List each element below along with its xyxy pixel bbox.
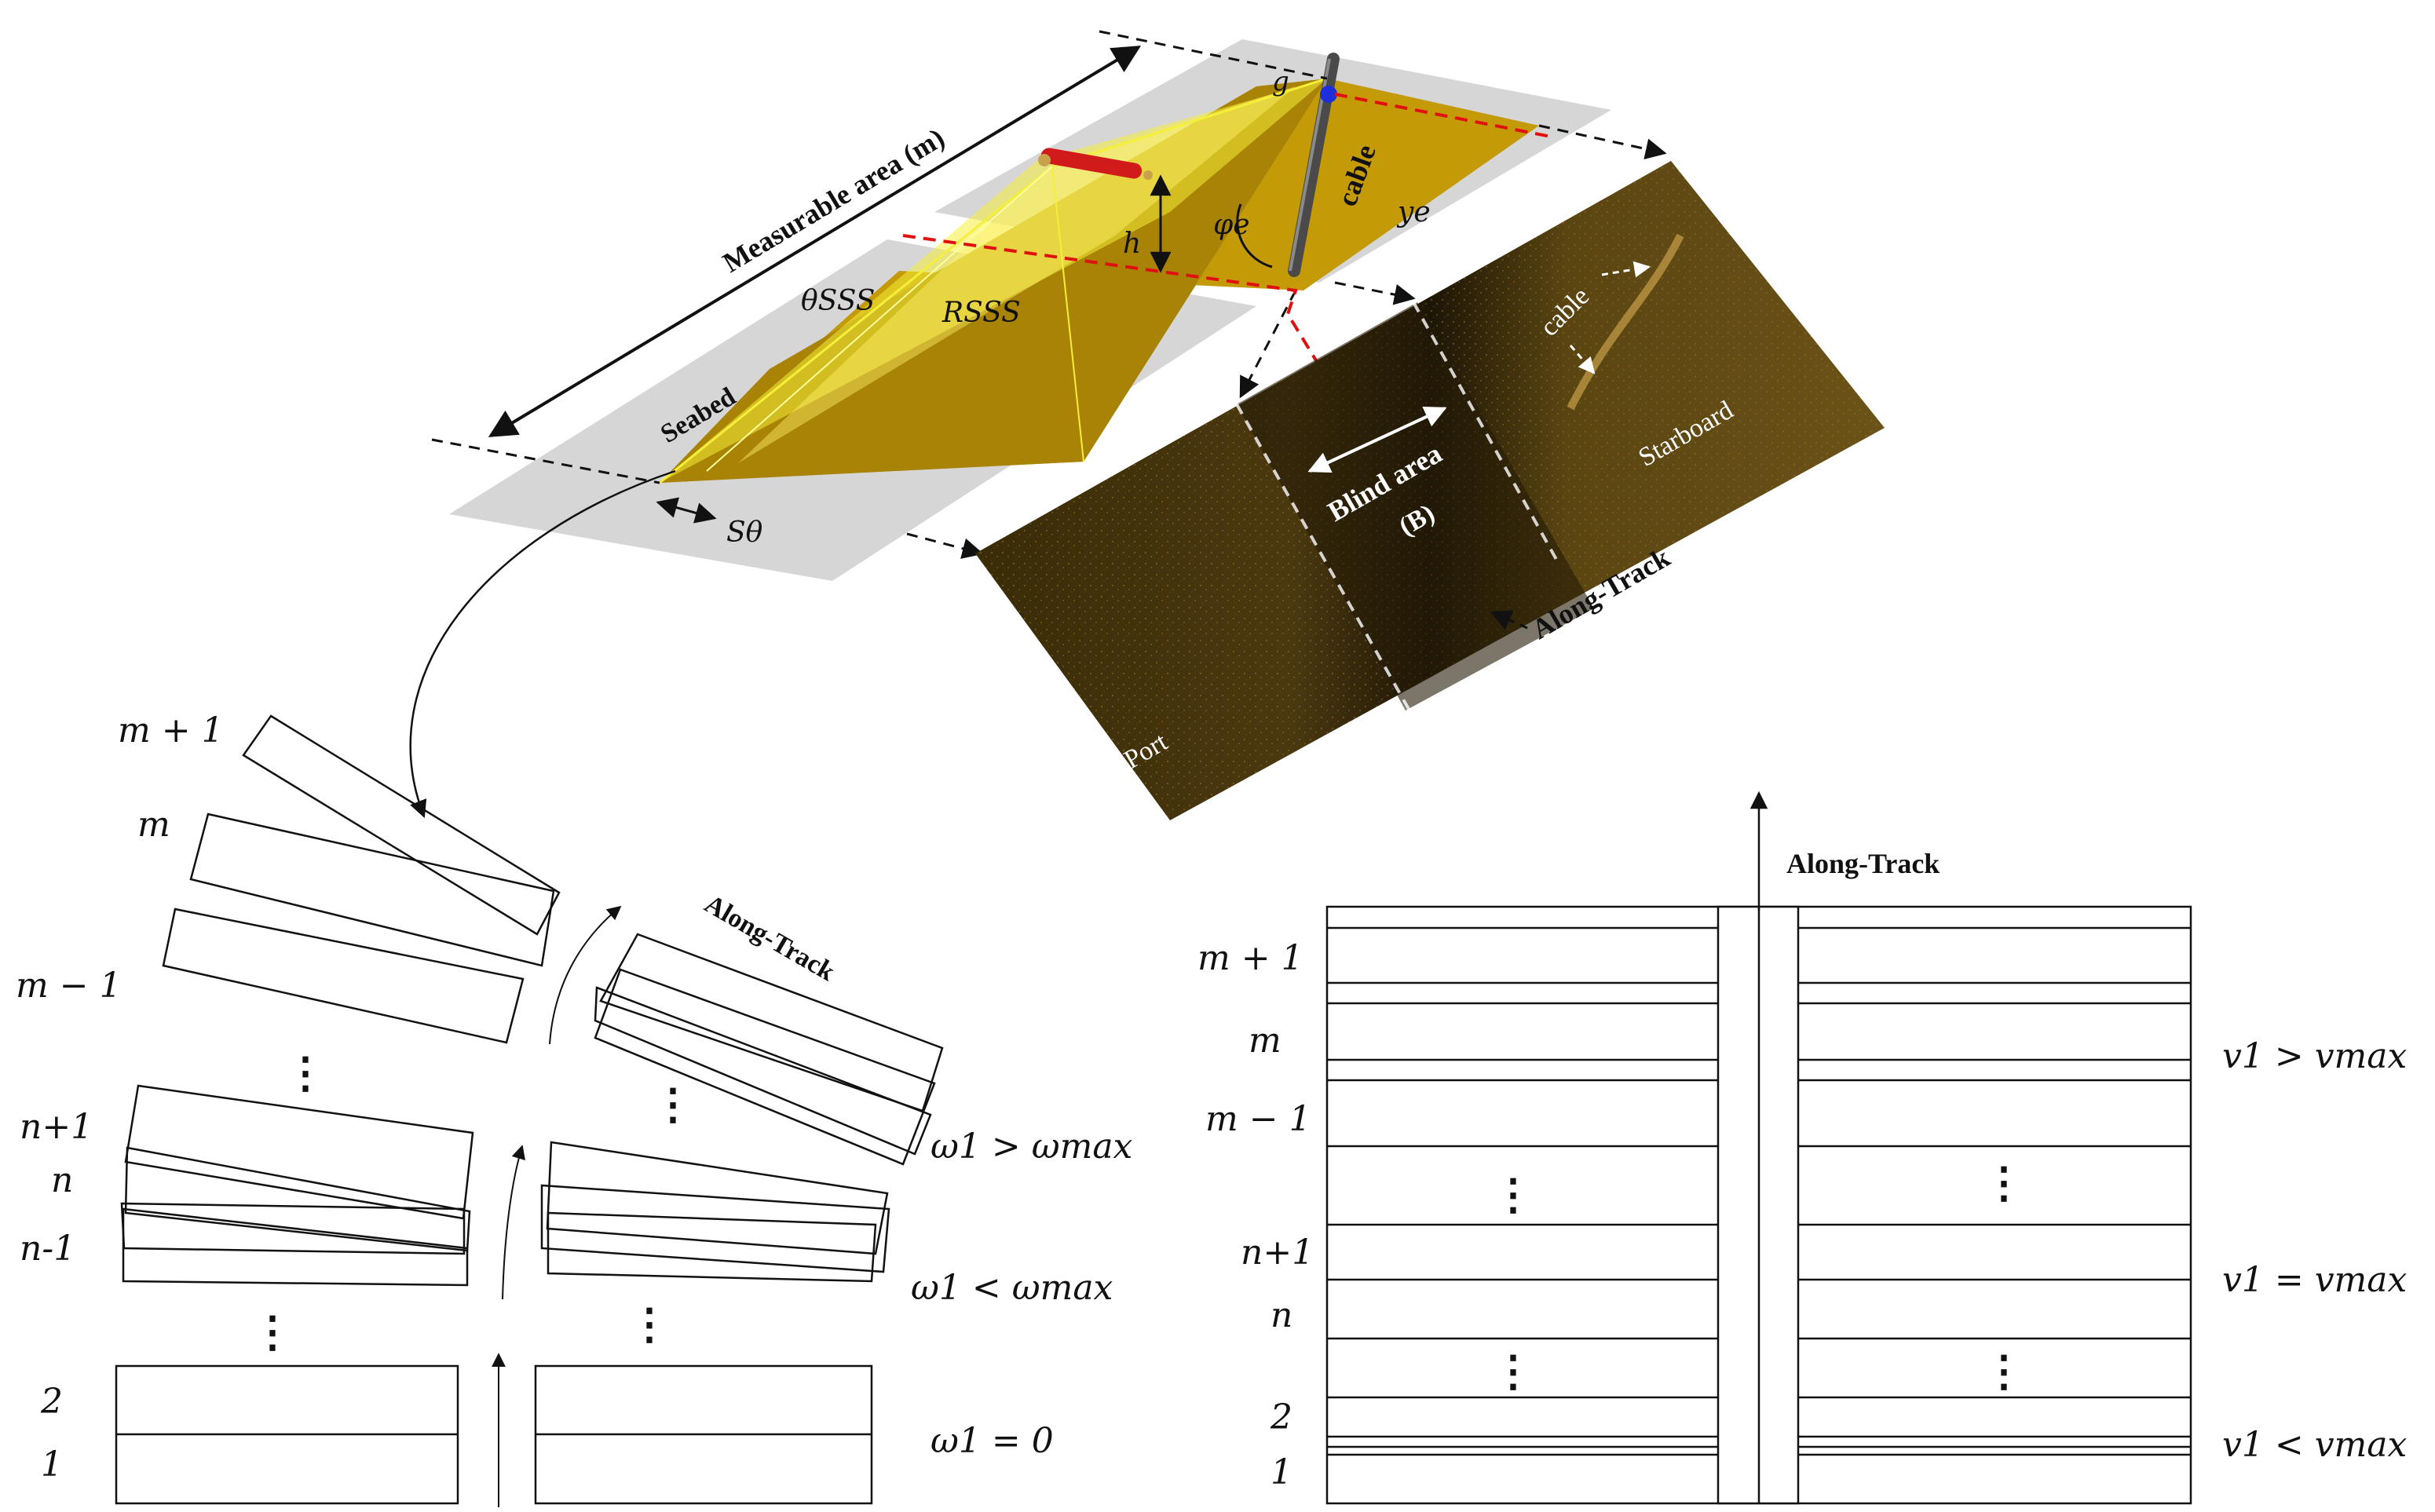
cond-v-lt: v1 < vmax <box>2222 1425 2408 1465</box>
left-label-n: n <box>51 1160 73 1200</box>
right-label-n: n <box>1271 1295 1292 1335</box>
left-dots-3: ⋮ <box>251 1306 294 1357</box>
ye-label: ye <box>1396 196 1431 228</box>
left-label-m-plus-1: m + 1 <box>118 710 224 751</box>
target-point <box>1320 86 1337 103</box>
right-label-1: 1 <box>1271 1452 1292 1492</box>
cond-v-eq: v1 = vmax <box>2222 1260 2408 1300</box>
velocity-strips <box>1327 926 2191 1456</box>
right-dots-3: ⋮ <box>1492 1346 1534 1396</box>
left-label-n-minus-1: n-1 <box>20 1229 75 1269</box>
right-label-m-minus-1: m − 1 <box>1205 1099 1311 1139</box>
left-label-2: 2 <box>40 1382 63 1422</box>
track-line <box>902 234 1466 606</box>
right-label-m-plus-1: m + 1 <box>1197 938 1303 978</box>
velocity-diagram <box>1325 905 2192 1505</box>
seabed-scene: Measurable area (m) h g φe ye cable θSSS… <box>431 30 1667 606</box>
connector-arrow <box>409 469 676 819</box>
rsss-label: RSSS <box>941 297 1021 329</box>
cond-omega-lt: ω1 < ωmax <box>911 1268 1113 1308</box>
right-dots-4: ⋮ <box>1983 1346 2025 1396</box>
left-label-m: m <box>137 805 170 845</box>
left-label-m-minus-1: m − 1 <box>16 966 122 1006</box>
left-label-1: 1 <box>41 1444 63 1485</box>
sonar-image: Blind area (B) cable Starboard Port <box>975 161 1885 820</box>
phi-label: φe <box>1213 209 1250 241</box>
right-label-n-plus-1: n+1 <box>1241 1233 1314 1273</box>
right-label-2: 2 <box>1270 1397 1292 1437</box>
h-label: h <box>1123 228 1141 260</box>
rotation-diagram <box>115 714 944 1505</box>
right-along-track-label: Along-Track <box>1786 848 1940 879</box>
right-label-m: m <box>1249 1021 1281 1061</box>
theta-label: θSSS <box>801 285 875 317</box>
left-label-n-plus-1: n+1 <box>20 1107 93 1147</box>
right-dots-2: ⋮ <box>1983 1157 2025 1207</box>
left-dots-1: ⋮ <box>284 1047 327 1097</box>
measurable-area-arrow <box>488 46 1142 437</box>
right-dots-1: ⋮ <box>1492 1169 1534 1219</box>
cond-omega-zero: ω1 = 0 <box>930 1421 1054 1461</box>
left-dots-2: ⋮ <box>652 1079 694 1129</box>
left-dots-4: ⋮ <box>628 1298 671 1349</box>
g-label: g <box>1272 66 1289 97</box>
cond-omega-gt: ω1 > ωmax <box>930 1127 1133 1167</box>
s-theta-label: Sθ <box>726 517 763 549</box>
left-along-track-label: Along-Track <box>700 889 839 987</box>
cond-v-gt: v1 > vmax <box>2222 1036 2408 1076</box>
